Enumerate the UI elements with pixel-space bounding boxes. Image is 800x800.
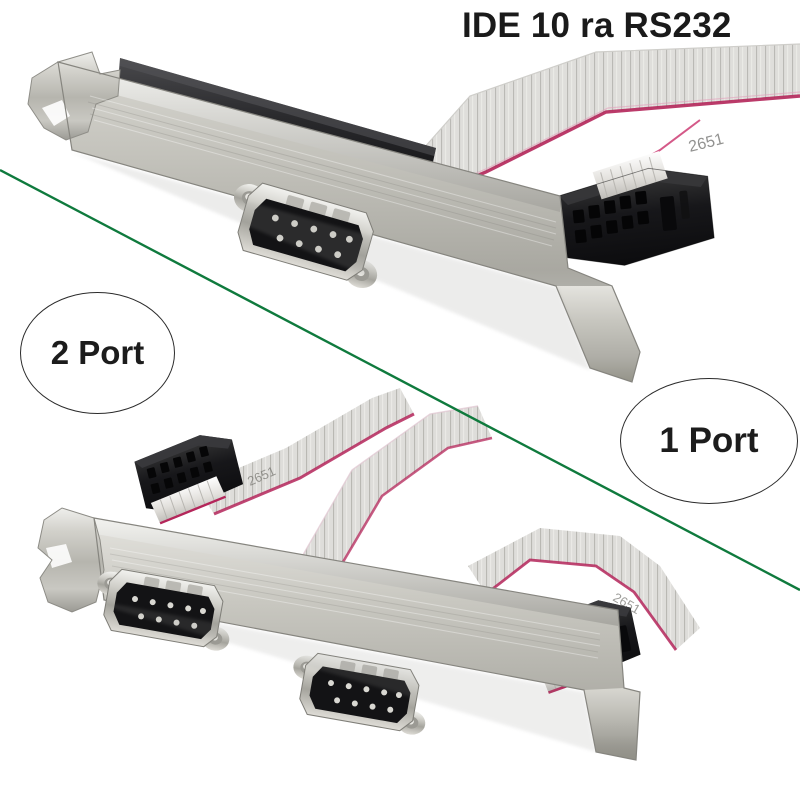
lower-left-idc-connector	[134, 435, 244, 525]
badge-1-port-label: 1 Port	[659, 421, 759, 460]
badge-1-port: 1 Port	[620, 378, 798, 504]
badge-2-port-label: 2 Port	[50, 334, 145, 371]
page-title: IDE 10 ra RS232	[462, 6, 732, 45]
lower-bracket-assembly: 2651 2651	[37, 388, 700, 761]
cable-marking-upper: 2651	[687, 131, 726, 156]
badge-2-port: 2 Port	[20, 292, 175, 414]
db9-pins	[327, 680, 402, 713]
upper-idc-connector	[558, 151, 715, 266]
